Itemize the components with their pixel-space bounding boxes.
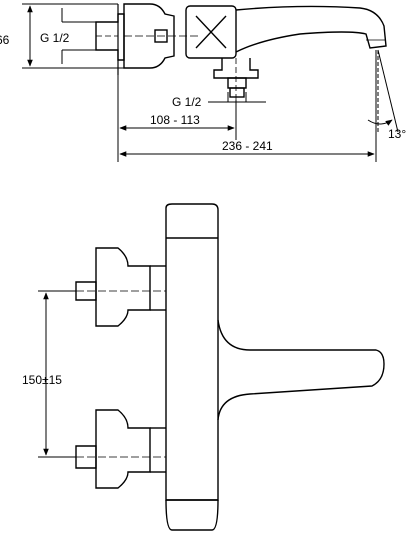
overall-236-241-label: 236 - 241 [222, 139, 273, 153]
thread-bottom-label: G 1/2 [172, 95, 202, 109]
lower-inlet [95, 409, 151, 489]
left-inlet-fitting [95, 13, 125, 61]
bottom-dimensions [38, 290, 76, 458]
centers-150-label: 150±15 [22, 373, 62, 387]
height-66-label: 66 [0, 33, 10, 47]
thread-left-label: G 1/2 [40, 31, 70, 45]
angle-13-label: 13° [388, 127, 406, 141]
handle-block [185, 5, 237, 59]
top-dimensions [22, 3, 399, 162]
offset-108-113-label: 108 - 113 [150, 113, 200, 127]
main-body [165, 203, 219, 501]
mixer-body [123, 3, 175, 69]
top-dimension-labels: 66 G 1/2 G 1/2 108 - 113 236 - 241 13° [0, 31, 406, 153]
lever-handle [217, 319, 385, 421]
bottom-dimension-labels: 150±15 [22, 373, 62, 387]
spout [235, 5, 387, 53]
bottom-view [75, 203, 385, 531]
top-view [95, 3, 387, 100]
upper-inlet [95, 247, 151, 327]
